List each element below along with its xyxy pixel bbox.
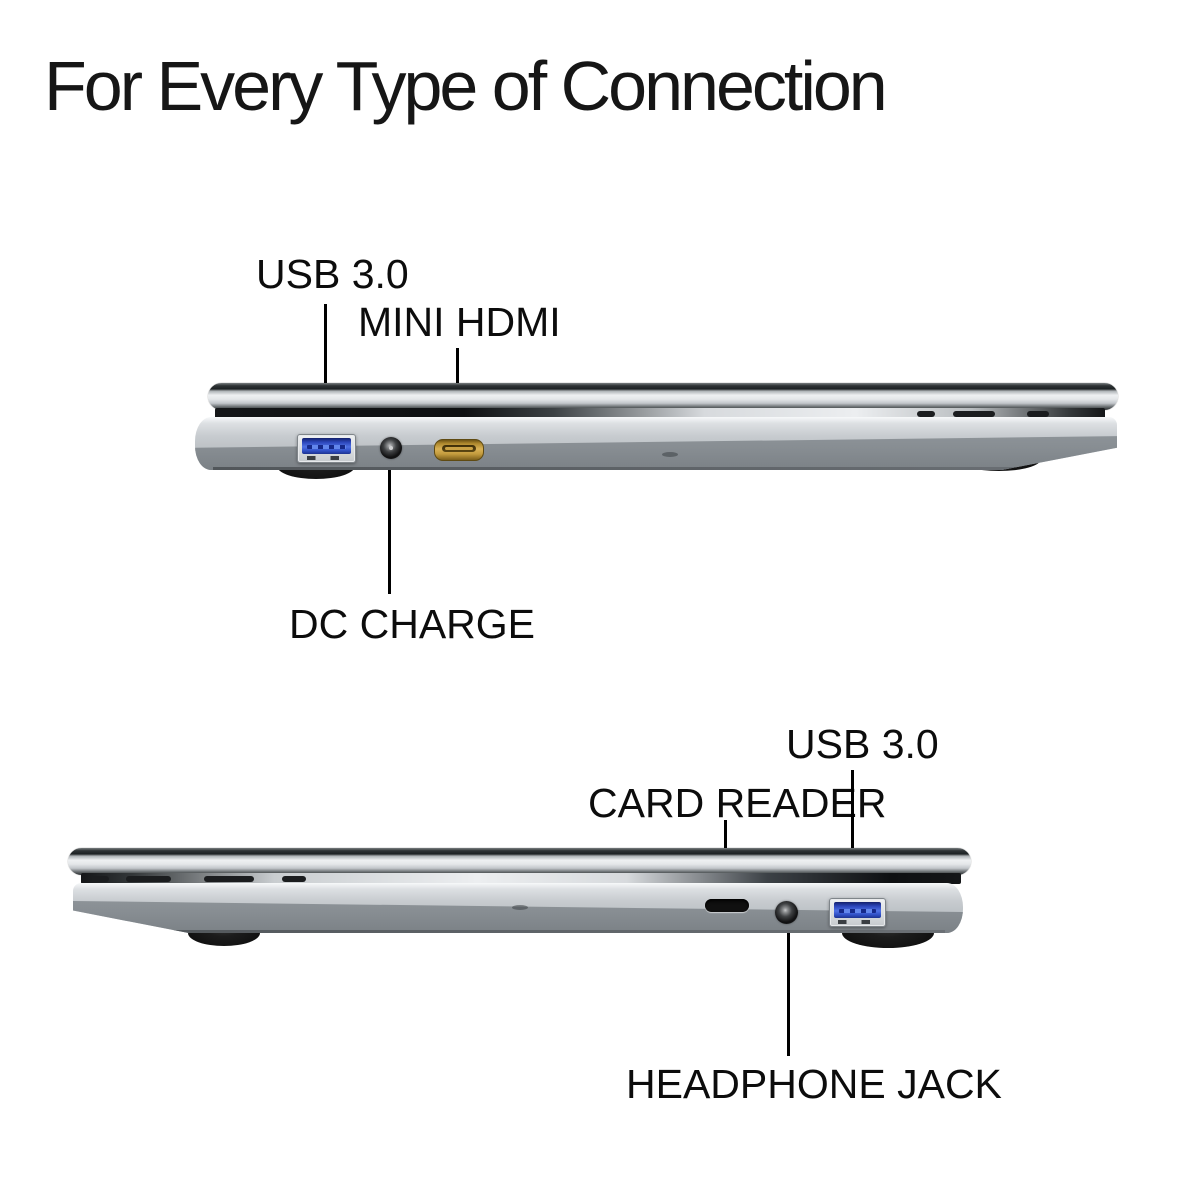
usb3-port — [297, 434, 356, 463]
laptop-hinge-gap — [81, 873, 961, 884]
usb3-port-pins — [838, 920, 877, 924]
hinge-bump — [953, 411, 995, 417]
dc-charge-pin — [389, 446, 393, 450]
usb3-port-tab — [838, 908, 877, 913]
usb3-port-pins — [306, 456, 347, 460]
hinge-bump — [91, 876, 109, 882]
dc-charge-port — [380, 437, 402, 459]
mini-hdmi-slot — [442, 445, 476, 452]
laptop-hinge-gap — [215, 408, 1105, 419]
headphone-jack-port — [775, 901, 798, 924]
callout-label-card-reader: CARD READER — [588, 780, 887, 826]
hinge-bump — [204, 876, 254, 882]
hinge-bump — [126, 876, 171, 882]
mini-hdmi-tongue — [445, 447, 473, 450]
base-bottom-edge — [213, 467, 1099, 470]
usb3-port-slot — [302, 438, 351, 455]
usb3-port-tab — [306, 444, 347, 449]
base-bottom-edge — [90, 930, 946, 933]
hinge-bump — [282, 876, 306, 882]
laptop-lid — [208, 383, 1118, 410]
callout-line-dc-charge — [388, 464, 391, 594]
callout-line-headphone-jack — [787, 931, 790, 1056]
card-reader-slot — [705, 899, 749, 912]
mini-hdmi-port — [434, 439, 484, 461]
usb3-port-slot — [834, 902, 881, 919]
screw-dot — [512, 905, 528, 910]
hinge-bump — [1027, 411, 1049, 417]
callout-label-mini-hdmi: MINI HDMI — [358, 299, 561, 345]
page-title: For Every Type of Connection — [44, 47, 888, 125]
screw-dot — [662, 452, 678, 457]
callout-label-headphone-jack: HEADPHONE JACK — [626, 1061, 1002, 1107]
laptop-left-side-view — [195, 383, 1118, 493]
callout-label-usb-bottom: USB 3.0 — [786, 721, 939, 767]
callout-line-usb-top — [324, 304, 327, 437]
laptop-right-side-view — [66, 848, 988, 958]
callout-label-usb-top: USB 3.0 — [256, 251, 409, 297]
usb3-port — [829, 898, 886, 927]
laptop-lid — [68, 848, 971, 875]
callout-label-dc-charge: DC CHARGE — [289, 601, 536, 647]
callout-line-usb-bottom — [851, 770, 854, 898]
hinge-bump — [917, 411, 935, 417]
